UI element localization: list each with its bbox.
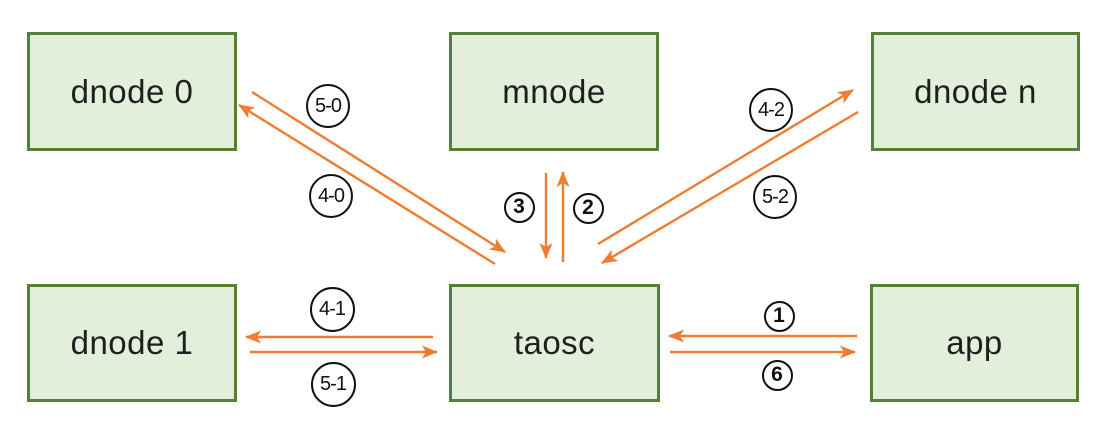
- step-label-3: 3: [503, 191, 535, 223]
- step-label-5-2: 5-2: [753, 175, 797, 219]
- node-label-app: app: [946, 324, 1003, 361]
- node-label-dnoden: dnode n: [914, 72, 1037, 110]
- node-label-mnode: mnode: [502, 72, 606, 110]
- node-label-dnode0: dnode 0: [70, 72, 194, 110]
- step-label-4-2: 4-2: [749, 88, 793, 132]
- node-mnode: mnode: [449, 32, 659, 151]
- step-label-5-1: 5-1: [310, 361, 356, 407]
- step-label-1: 1: [763, 300, 795, 332]
- node-dnode1: dnode 1: [27, 284, 237, 402]
- node-dnoden: dnode n: [871, 32, 1080, 151]
- step-label-4-1: 4-1: [309, 286, 355, 332]
- node-taosc: taosc: [449, 284, 660, 402]
- node-dnode0: dnode 0: [27, 32, 237, 151]
- node-label-taosc: taosc: [513, 324, 596, 361]
- step-label-2: 2: [572, 192, 604, 224]
- step-label-4-0: 4-0: [309, 174, 353, 218]
- step-label-5-0: 5-0: [306, 84, 350, 128]
- node-app: app: [870, 284, 1079, 402]
- step-label-6: 6: [761, 359, 793, 391]
- node-label-dnode1: dnode 1: [70, 324, 194, 361]
